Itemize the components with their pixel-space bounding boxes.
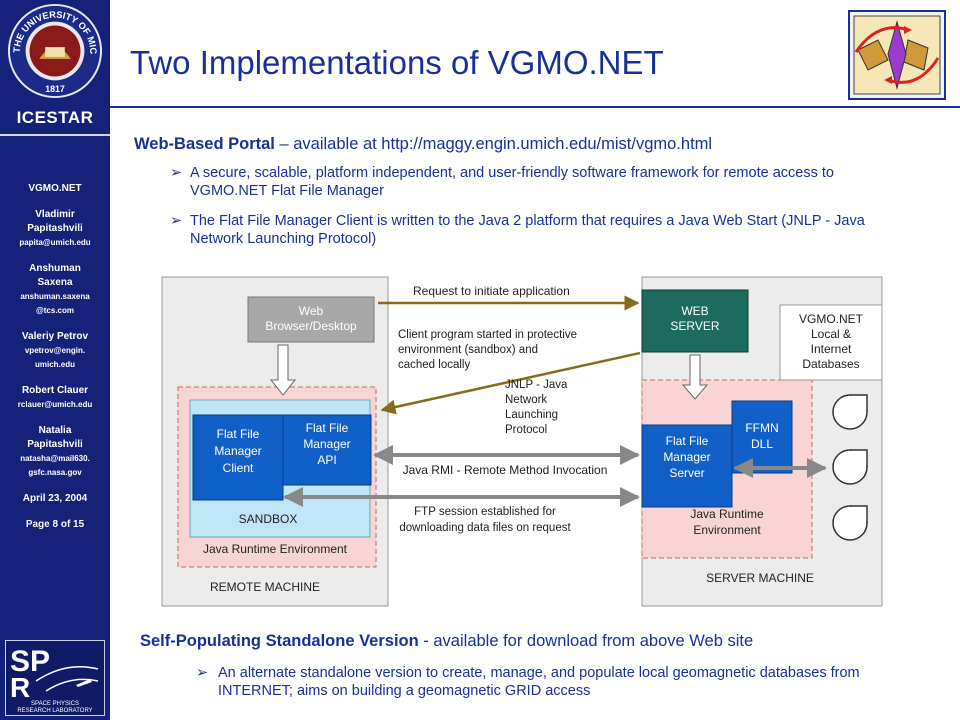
author-name: Robert Clauer	[21, 385, 89, 396]
web-browser-label: Web	[299, 304, 324, 318]
web-browser-label: Browser/Desktop	[265, 319, 357, 333]
svg-text:SP: SP	[10, 645, 50, 678]
client-started-label: cached locally	[398, 359, 470, 371]
ffm-api-label: Manager	[303, 437, 350, 451]
ffm-api-box	[282, 414, 372, 486]
network-logo	[848, 10, 946, 100]
author-last: Saxena	[37, 277, 73, 288]
bullet-text: A secure, scalable, platform independent…	[190, 165, 834, 199]
author-email[interactable]: vpetrov@engin.	[24, 346, 86, 355]
section-heading-rest: - available for download from above Web …	[418, 632, 754, 650]
database-disk-icon	[832, 449, 868, 485]
project-label: VGMO.NET	[28, 183, 82, 194]
author-first: Vladimir	[35, 209, 75, 220]
vgmo-db-label: Local &	[811, 327, 851, 341]
download-arrow-icon	[681, 354, 709, 400]
arrow-bullet-icon: ➢	[170, 165, 183, 181]
university-seal-logo: THE UNIVERSITY OF MICHIGAN 1817	[6, 2, 103, 99]
web-server-label: WEB	[681, 304, 708, 318]
sandbox-label: SANDBOX	[239, 512, 298, 526]
date-label: April 23, 2004	[22, 493, 88, 504]
client-started-label: Client program started in protective	[398, 329, 577, 341]
vgmo-db-label: Databases	[802, 357, 859, 371]
database-disk-icon	[832, 505, 868, 541]
architecture-diagram: SANDBOX Web Browser/Desktop Flat File Ma…	[161, 276, 883, 607]
arrow-bullet-icon: ➢	[196, 665, 209, 681]
ffm-client-box	[192, 414, 284, 501]
svg-text:R: R	[10, 672, 30, 703]
jnlp-label: Network	[505, 394, 547, 406]
page-number: Page 8 of 15	[25, 519, 85, 530]
jnlp-label: Protocol	[505, 424, 547, 436]
section-heading-bold: Web-Based Portal	[134, 135, 275, 153]
vgmo-db-box	[779, 304, 883, 381]
bullet-item: ➢ The Flat File Manager Client is writte…	[170, 212, 890, 248]
web-browser-box	[247, 296, 375, 343]
download-arrow-icon	[269, 344, 297, 396]
bullet-item: ➢ An alternate standalone version to cre…	[196, 664, 918, 700]
author-email[interactable]: umich.edu	[34, 360, 75, 369]
jnlp-label: JNLP - Java	[505, 379, 568, 391]
ftp-label: downloading data files on request	[399, 522, 571, 534]
ftp-label: FTP session established for	[414, 506, 556, 518]
author-name: Valeriy Petrov	[21, 331, 89, 342]
author-email[interactable]: papita@umich.edu	[19, 238, 91, 247]
section-heading-bold: Self-Populating Standalone Version	[140, 632, 419, 650]
jnlp-label: Launching	[505, 409, 558, 421]
ffm-client-label: Manager	[214, 444, 261, 458]
arrow-bullet-icon: ➢	[170, 213, 183, 229]
ffm-server-box	[641, 424, 733, 508]
server-machine-label: SERVER MACHINE	[706, 571, 814, 585]
section-heading: Self-Populating Standalone Version - ava…	[140, 632, 753, 651]
author-list: VGMO.NET Vladimir Papitashvili papita@um…	[0, 182, 110, 532]
bullet-item: ➢ A secure, scalable, platform independe…	[170, 164, 910, 200]
ffmn-dll-label: DLL	[751, 437, 773, 451]
sprl-label: RESEARCH LABORATORY	[17, 708, 92, 714]
sprl-logo: SP R SPACE PHYSICS RESEARCH LABORATORY	[5, 640, 105, 716]
vgmo-db-label: VGMO.NET	[799, 312, 864, 326]
seal-year: 1817	[45, 84, 65, 94]
ffmn-dll-label: FFMN	[745, 421, 778, 435]
author-email[interactable]: gsfc.nasa.gov	[28, 468, 82, 477]
author-first: Natalia	[38, 425, 72, 436]
section-heading: Web-Based Portal – available at http://m…	[134, 135, 712, 154]
org-label: ICESTAR	[16, 108, 94, 127]
author-last: Papitashvili	[27, 439, 83, 450]
ffm-api-label: Flat File	[306, 421, 349, 435]
author-last: Papitashvili	[27, 223, 83, 234]
jnlp-arrow	[380, 351, 641, 415]
author-email[interactable]: @tcs.com	[35, 306, 75, 315]
request-label: Request to initiate application	[413, 284, 570, 298]
sprl-label: SPACE PHYSICS	[31, 701, 79, 707]
vgmo-db-label: Internet	[811, 342, 852, 356]
org-divider	[0, 134, 110, 136]
ffm-server-label: Flat File	[666, 434, 709, 448]
sidebar: THE UNIVERSITY OF MICHIGAN 1817 ICESTAR …	[0, 0, 110, 720]
author-first: Anshuman	[29, 263, 81, 274]
author-email[interactable]: natasha@mail630.	[20, 454, 90, 463]
ffm-server-label: Manager	[663, 450, 710, 464]
section-heading-rest: – available at http://maggy.engin.umich.…	[274, 135, 713, 153]
jre-left-label: Java Runtime Environment	[203, 542, 348, 556]
author-email[interactable]: rclauer@umich.edu	[17, 400, 93, 409]
bullet-text: The Flat File Manager Client is written …	[190, 213, 865, 247]
web-server-box	[641, 289, 749, 353]
author-email[interactable]: anshuman.saxena	[20, 292, 90, 301]
slide-title: Two Implementations of VGMO.NET	[130, 44, 664, 81]
jre-right-label: Java Runtime	[690, 507, 764, 521]
ffm-api-label: API	[317, 453, 336, 467]
ffm-client-label: Client	[223, 461, 254, 475]
rmi-label: Java RMI - Remote Method Invocation	[403, 463, 608, 477]
client-started-label: environment (sandbox) and	[398, 344, 538, 356]
jre-right-label: Environment	[693, 523, 761, 537]
bullet-text: An alternate standalone version to creat…	[218, 665, 860, 699]
database-disk-icon	[832, 394, 868, 430]
ffm-server-label: Server	[669, 466, 704, 480]
ffm-client-label: Flat File	[217, 427, 260, 441]
title-divider	[110, 106, 960, 108]
web-server-label: SERVER	[670, 319, 719, 333]
remote-machine-label: REMOTE MACHINE	[210, 580, 320, 594]
